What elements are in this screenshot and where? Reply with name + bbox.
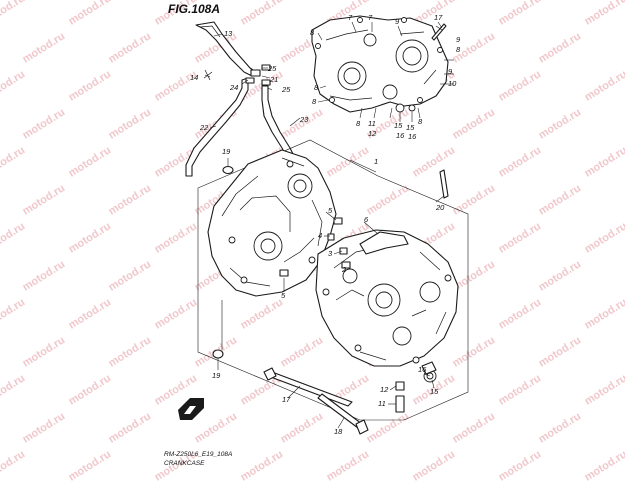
callout-24: 24	[229, 83, 238, 92]
hose-clamp-25[interactable]	[261, 79, 271, 86]
crankcase-exploded-diagram: FIG.108A	[164, 2, 469, 467]
dowel-pin-5-upper[interactable]	[333, 217, 343, 225]
callout-21: 21	[269, 75, 278, 84]
diagram-caption: CRANKCASE	[164, 460, 205, 467]
callout-8-d: 8	[312, 97, 317, 106]
callout-12: 12	[380, 385, 389, 394]
crankcase-right-half[interactable]	[315, 217, 459, 367]
o-ring-15[interactable]	[421, 361, 437, 375]
callout-15-a: 15	[394, 121, 403, 130]
callout-9-b: 9	[456, 35, 461, 44]
callout-19-lower: 19	[212, 371, 221, 380]
callout-25-lower: 25	[281, 85, 291, 94]
callout-15: 15	[430, 387, 439, 396]
callout-8-f: 8	[418, 117, 423, 126]
dowel-pin-5[interactable]	[279, 269, 289, 277]
callout-11: 11	[378, 399, 386, 408]
callout-4: 4	[318, 231, 322, 240]
breather-hose-assembly[interactable]	[185, 21, 301, 177]
fitting-3[interactable]	[339, 247, 348, 255]
callout-13: 13	[224, 29, 233, 38]
callout-19-upper: 19	[222, 147, 231, 156]
stud-20[interactable]	[439, 169, 449, 199]
callout-20: 20	[435, 203, 445, 212]
callout-9-a: 9	[395, 17, 400, 26]
callout-8-a: 8	[310, 28, 315, 37]
callout-5-upper: 5	[328, 206, 333, 215]
breather-hose-22[interactable]	[185, 77, 249, 177]
callout-16-a: 16	[396, 131, 405, 140]
callout-14: 14	[190, 73, 198, 82]
callout-1: 1	[374, 157, 378, 166]
grommet-19-upper[interactable]	[222, 165, 234, 175]
hose-clamp-25-upper[interactable]	[261, 64, 271, 71]
bolt-17[interactable]	[263, 367, 353, 407]
crankcase-right-inner-view[interactable]	[311, 15, 449, 113]
drain-bolt-12[interactable]	[395, 381, 405, 391]
callout-6: 6	[364, 215, 369, 224]
callout-22: 22	[199, 123, 209, 132]
callout-25: 25	[267, 64, 277, 73]
callout-3: 3	[328, 249, 333, 258]
callout-7-a: 7	[348, 13, 353, 22]
front-direction-arrow-icon	[178, 398, 204, 420]
callout-18: 18	[334, 427, 343, 436]
callout-11-top: 11	[368, 119, 376, 128]
leader-lines	[204, 21, 454, 429]
o-ring-16[interactable]	[408, 104, 416, 112]
bolt-18[interactable]	[317, 393, 369, 435]
callout-16-b: 16	[408, 132, 417, 141]
callout-15-b: 15	[406, 123, 415, 132]
callout-12-top: 12	[368, 129, 377, 138]
callout-8-c: 8	[314, 83, 319, 92]
callout-16: 16	[418, 365, 427, 374]
callout-17: 17	[282, 395, 291, 404]
drain-bolt-11[interactable]	[395, 395, 405, 413]
callout-8-e: 8	[356, 119, 361, 128]
grommet-19-lower[interactable]	[212, 349, 224, 359]
crankcase-left-half[interactable]	[207, 149, 337, 297]
model-code: RM-Z250L6_E19_108A	[164, 451, 232, 458]
assembly-box	[197, 139, 469, 421]
callout-10: 10	[448, 79, 457, 88]
oil-seal-15[interactable]	[395, 103, 405, 113]
hose-joint-21[interactable]	[250, 69, 261, 77]
hose-clamp-24[interactable]	[245, 77, 255, 84]
callout-labels: 13 14 25 21 24 25 22 23 19 8 7 7 9 17 9 …	[190, 13, 461, 436]
callout-5-lower: 5	[281, 291, 286, 300]
figure-title: FIG.108A	[168, 2, 220, 16]
callout-8-b: 8	[456, 45, 461, 54]
callout-9-c: 9	[448, 67, 453, 76]
callout-23: 23	[299, 115, 309, 124]
callout-17-top: 17	[434, 13, 443, 22]
shaft-6[interactable]	[359, 231, 409, 255]
fitting-4[interactable]	[327, 233, 335, 241]
callout-2: 2	[341, 265, 347, 274]
callout-7-b: 7	[368, 13, 373, 22]
